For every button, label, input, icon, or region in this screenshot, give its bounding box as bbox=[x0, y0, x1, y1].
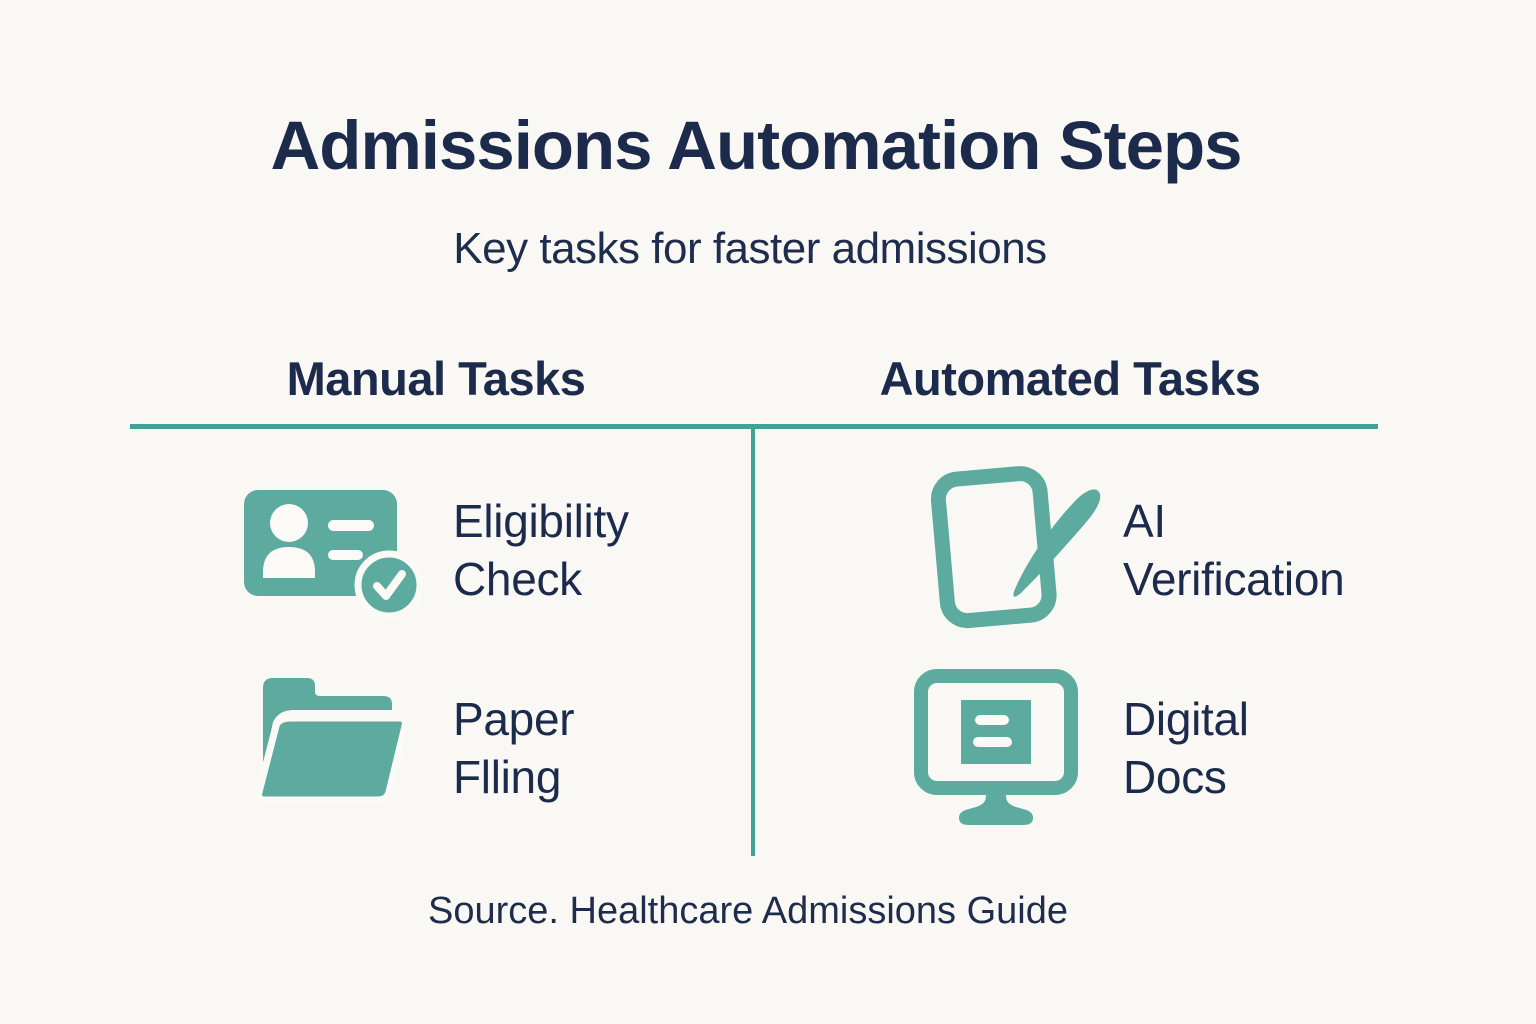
task-label: Digital Docs bbox=[1123, 690, 1249, 806]
page-title: Admissions Automation Steps bbox=[270, 107, 1242, 184]
source-attribution: Source. Healthcare Admissions Guide bbox=[428, 890, 1068, 932]
task-label-line1: AI bbox=[1123, 495, 1166, 547]
column-header-manual-tasks: Manual Tasks bbox=[286, 352, 586, 405]
task-label-line1: Paper bbox=[453, 693, 575, 745]
task-label: Eligibility Check bbox=[453, 492, 629, 608]
task-label-line1: Eligibility bbox=[453, 495, 629, 547]
page-subtitle: Key tasks for faster admissions bbox=[453, 224, 1047, 273]
id-card-check-icon bbox=[244, 490, 424, 620]
task-label-line1: Digital bbox=[1123, 693, 1249, 745]
task-label: Paper Flling bbox=[453, 690, 575, 806]
vertical-divider bbox=[751, 424, 755, 856]
task-label-line2: Check bbox=[453, 553, 582, 605]
monitor-document-icon bbox=[914, 669, 1078, 825]
column-header-automated-tasks: Automated Tasks bbox=[879, 352, 1261, 405]
open-folder-icon bbox=[255, 678, 407, 804]
task-label: AI Verification bbox=[1123, 492, 1345, 608]
tablet-pen-icon bbox=[930, 466, 1101, 629]
task-label-line2: Verification bbox=[1123, 553, 1345, 605]
task-label-line2: Docs bbox=[1123, 751, 1227, 803]
task-label-line2: Flling bbox=[453, 751, 562, 803]
